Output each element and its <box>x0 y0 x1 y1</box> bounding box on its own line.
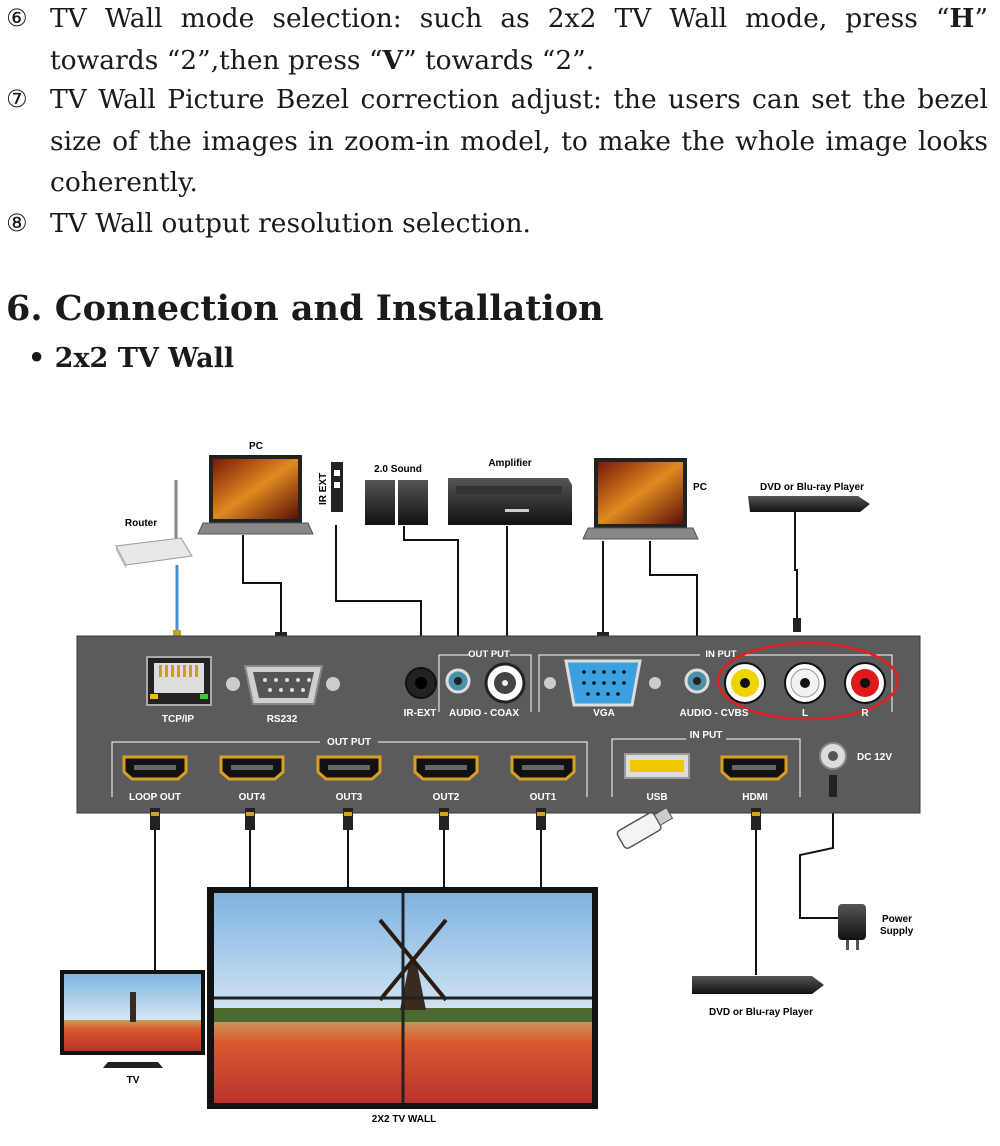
amplifier-device <box>448 478 572 525</box>
r-label: R <box>861 708 869 719</box>
out-put-top-label: OUT PUT <box>468 649 510 660</box>
power-supply-device <box>838 904 866 950</box>
pc-right-device <box>582 458 699 540</box>
usb-stick <box>616 807 674 849</box>
l-label: L <box>802 708 808 719</box>
pc-left-device <box>197 455 314 535</box>
out2-label: OUT2 <box>433 792 460 803</box>
dvd-top-device <box>748 496 870 512</box>
tv-wall-display <box>207 887 598 1109</box>
audio-cvbs-label: AUDIO - CVBS <box>680 708 749 719</box>
tv-device <box>60 970 205 1068</box>
usb-port <box>624 753 690 779</box>
rca-red-jack <box>844 662 886 704</box>
vga-label: VGA <box>593 708 615 719</box>
list-item-7: ⑦ TV Wall Picture Bezel correction adjus… <box>6 79 988 204</box>
dc-label: DC 12V <box>857 752 892 763</box>
sound-speakers <box>365 480 428 525</box>
ir-ext-device <box>331 462 343 512</box>
dvd-bottom-label: DVD or Blu-ray Player <box>709 1007 813 1018</box>
vga-port <box>544 659 661 707</box>
item-8-text: TV Wall output resolution selection. <box>50 208 531 239</box>
number-6: ⑥ <box>6 4 28 32</box>
pc-left-label: PC <box>249 441 263 452</box>
section-title: 6. Connection and Installation <box>6 288 604 329</box>
number-7: ⑦ <box>6 85 28 113</box>
ir-ext-label: IR EXT <box>318 473 329 505</box>
item-6-text: TV Wall mode selection: such as 2x2 TV W… <box>50 3 988 76</box>
number-8: ⑧ <box>6 209 28 237</box>
out3-label: OUT3 <box>336 792 363 803</box>
item-7-text: TV Wall Picture Bezel correction adjust:… <box>50 84 988 198</box>
highlight-ellipse <box>716 641 900 721</box>
loop-out-label: LOOP OUT <box>129 792 181 803</box>
sound-label: 2.0 Sound <box>374 464 422 475</box>
in-put-top-label: IN PUT <box>705 649 736 660</box>
audio-coax-label: AUDIO - COAX <box>449 708 519 719</box>
usb-label: USB <box>646 792 667 803</box>
dvd-bottom-device <box>692 976 824 994</box>
router-device <box>115 480 193 569</box>
tv-label: TV <box>127 1075 140 1086</box>
out-put-bottom-label: OUT PUT <box>327 737 371 748</box>
tv-wall-label: 2X2 TV WALL <box>372 1114 436 1125</box>
tcpip-port <box>146 656 212 706</box>
rca-white-jack <box>784 662 826 704</box>
rs232-label: RS232 <box>267 714 298 725</box>
dvd-top-label: DVD or Blu-ray Player <box>760 482 864 493</box>
out4-label: OUT4 <box>239 792 266 803</box>
list-item-6: ⑥ TV Wall mode selection: such as 2x2 TV… <box>6 0 988 81</box>
list-item-8: ⑧ TV Wall output resolution selection. <box>6 203 988 245</box>
rca-yellow-jack <box>724 662 766 704</box>
subsection-title: • 2x2 TV Wall <box>28 343 235 374</box>
amplifier-label: Amplifier <box>488 458 531 469</box>
power-supply-label-2: Supply <box>880 926 914 937</box>
out1-label: OUT1 <box>530 792 557 803</box>
rs232-port <box>226 665 340 705</box>
tcpip-label: TCP/IP <box>162 714 195 725</box>
power-supply-label-1: Power <box>882 914 912 925</box>
router-label: Router <box>125 518 157 529</box>
hdmi-in-label: HDMI <box>742 792 768 803</box>
ir-ext-port-label: IR-EXT <box>404 708 437 719</box>
in-put-bottom-label: IN PUT <box>690 730 723 741</box>
pc-right-label: PC <box>693 482 707 493</box>
